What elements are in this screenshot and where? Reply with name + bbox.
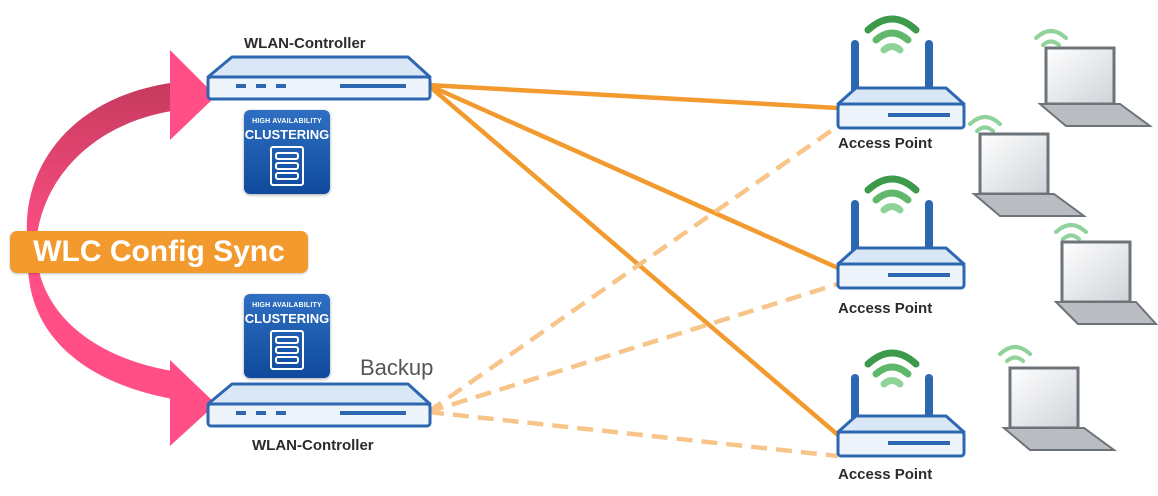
wifi-signal-icon	[968, 115, 1002, 126]
access-point-label-2: Access Point	[838, 300, 933, 317]
sync-arc-upper	[26, 82, 178, 246]
clustering-badge-line2: CLUSTERING	[244, 311, 330, 326]
link-primary-ap3	[426, 83, 840, 437]
clustering-badge-line1: HIGH AVAILABILITY	[252, 118, 322, 125]
backup-links	[426, 124, 840, 459]
sync-arrowhead-upper	[170, 50, 216, 140]
sync-arrowhead-lower	[170, 360, 216, 446]
config-sync-label: WLC Config Sync	[10, 231, 308, 273]
laptop-1	[1034, 29, 1154, 127]
laptop-4	[998, 345, 1118, 451]
config-sync-arrow	[26, 50, 216, 446]
link-backup-ap3	[427, 409, 839, 459]
link-primary-ap1	[427, 82, 839, 111]
clustering-badge-backup: HIGH AVAILABILITY CLUSTERING	[244, 294, 330, 378]
controller-label-backup: WLAN-Controller	[252, 437, 374, 454]
laptop-2	[968, 115, 1088, 217]
link-backup-ap1	[426, 124, 840, 414]
access-point-label-3: Access Point	[838, 466, 933, 483]
server-stack-icon	[270, 330, 304, 370]
wifi-signal-icon	[1054, 223, 1088, 234]
laptop-3	[1053, 223, 1158, 325]
clustering-badge-primary: HIGH AVAILABILITY CLUSTERING	[244, 110, 330, 194]
primary-links	[426, 82, 840, 437]
access-point-1	[836, 15, 966, 130]
wlan-controller-backup	[206, 382, 432, 428]
link-primary-ap2	[427, 82, 839, 271]
access-point-3	[836, 349, 966, 458]
sync-arc-lower	[28, 266, 178, 400]
clustering-badge-line1: HIGH AVAILABILITY	[252, 302, 322, 309]
wlan-controller-primary	[206, 55, 432, 101]
wifi-signal-icon	[998, 345, 1032, 356]
link-backup-ap2	[427, 281, 839, 415]
controller-label-primary: WLAN-Controller	[244, 35, 366, 52]
server-stack-icon	[270, 146, 304, 186]
access-point-label-1: Access Point	[838, 135, 933, 152]
backup-label: Backup	[360, 355, 434, 380]
access-point-2	[836, 175, 966, 290]
clustering-badge-line2: CLUSTERING	[244, 127, 330, 142]
wifi-signal-icon	[1034, 29, 1068, 40]
